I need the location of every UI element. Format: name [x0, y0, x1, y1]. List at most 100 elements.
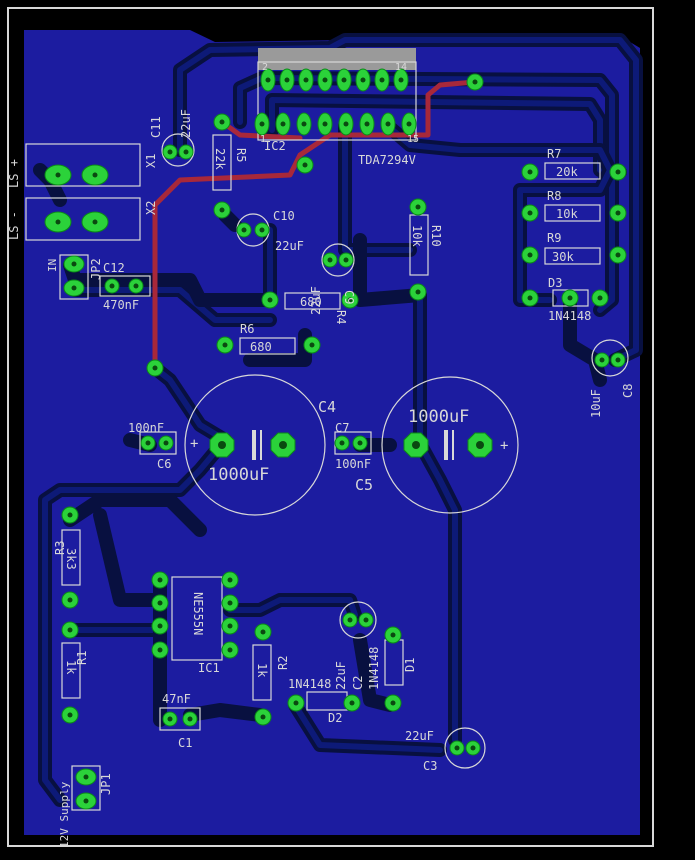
pad-hole	[67, 512, 73, 518]
pad-hole	[167, 149, 173, 155]
pad-hole	[472, 79, 478, 85]
pad-hole	[302, 162, 308, 168]
c9-outline	[321, 243, 355, 277]
pad-hole	[83, 798, 89, 804]
c5-outline	[381, 376, 519, 514]
pad-hole	[341, 77, 347, 83]
c2-outline	[339, 601, 377, 639]
label-r10-value: 10k	[410, 225, 424, 247]
label-r5: R5	[234, 148, 248, 162]
label-r6: R6	[240, 322, 254, 336]
label-r8: R8	[547, 189, 561, 203]
pad-hole	[109, 283, 115, 289]
label-c12-value: 470nF	[103, 298, 139, 312]
pad-hole	[615, 210, 621, 216]
pad-hole	[259, 227, 265, 233]
pad-hole	[360, 77, 366, 83]
r3-body	[61, 529, 81, 586]
pad-hole	[259, 121, 265, 127]
r1-body	[61, 642, 81, 699]
c12-body	[99, 275, 151, 297]
label-r1-value: 1k	[64, 660, 78, 675]
label-c2-value: 22uF	[334, 661, 348, 690]
pad-hole	[157, 600, 163, 606]
pad-hole	[227, 647, 233, 653]
label-r9-value: 30k	[552, 250, 574, 264]
label-r2-value: 1k	[255, 663, 269, 678]
pad-hole	[339, 440, 345, 446]
pad-hole	[385, 121, 391, 127]
pad-hole	[183, 149, 189, 155]
label-c4-plus: +	[190, 436, 198, 452]
label-supply: 12V Supply	[58, 781, 71, 848]
label-ic2-pin14: 14	[395, 62, 407, 73]
c5-polarity-line	[452, 430, 454, 460]
silkscreen: IC2 TDA7294V 2 14 1 15 R5 22k C11 22uF X…	[7, 62, 635, 848]
pad-hole	[322, 77, 328, 83]
label-r2: R2	[276, 656, 290, 670]
pad-hole	[301, 121, 307, 127]
label-d3-value: 1N4148	[548, 309, 591, 323]
pad-hole	[615, 169, 621, 175]
pad-hole	[83, 774, 89, 780]
pad-hole	[476, 441, 484, 449]
pad-hole	[157, 623, 163, 629]
r8-body	[544, 204, 601, 222]
label-d2-value: 1N4148	[288, 677, 331, 691]
pad-hole	[415, 289, 421, 295]
label-c4-value: 1000uF	[208, 465, 269, 485]
label-r4-value: 680	[300, 295, 322, 309]
pad-hole	[615, 252, 621, 258]
label-r8-value: 10k	[556, 207, 578, 221]
label-c12: C12	[103, 261, 125, 275]
label-r7-value: 20k	[556, 165, 578, 179]
pad-hole	[219, 207, 225, 213]
label-ic1-value: NE555N	[191, 592, 205, 635]
label-r6-value: 680	[250, 340, 272, 354]
label-c2: C2	[351, 676, 365, 690]
r6-body	[239, 337, 296, 355]
pad-hole	[363, 617, 369, 623]
label-r4: R4	[334, 310, 348, 324]
pad-hole	[343, 257, 349, 263]
pads	[44, 68, 627, 810]
label-c8-value: 10uF	[589, 389, 603, 418]
pad-hole	[347, 297, 353, 303]
label-x1: X1	[144, 154, 158, 168]
r9-body	[544, 247, 601, 265]
label-c5-value: 1000uF	[408, 407, 469, 427]
label-ic2-pin15: 15	[407, 134, 419, 145]
label-r3: R3	[53, 541, 67, 555]
pad-hole	[347, 617, 353, 623]
pad-hole	[470, 745, 476, 751]
pad-hole	[390, 700, 396, 706]
label-c4: C4	[318, 398, 336, 416]
label-c9: C9	[342, 290, 356, 304]
pad-hole	[260, 629, 266, 635]
pad-hole	[227, 600, 233, 606]
pad-hole	[527, 169, 533, 175]
pad-hole	[567, 295, 573, 301]
pad-hole	[293, 700, 299, 706]
c6-body	[139, 431, 177, 455]
pad-hole	[599, 357, 605, 363]
label-c10: C10	[273, 209, 295, 223]
label-r5-value: 22k	[213, 148, 227, 170]
label-ic1: IC1	[198, 661, 220, 675]
pad-hole	[412, 441, 420, 449]
pad-hole	[406, 121, 412, 127]
c5-polarity-bar	[444, 430, 448, 460]
pad-hole	[309, 342, 315, 348]
label-c3-value: 22uF	[405, 729, 434, 743]
ic2-heatsink	[258, 48, 416, 70]
jp1-outline	[71, 765, 101, 811]
pad-hole	[67, 627, 73, 633]
label-d3: D3	[548, 276, 562, 290]
pad-hole	[265, 77, 271, 83]
bottom-traces	[33, 33, 643, 807]
c11-outline	[161, 133, 195, 167]
pad-hole	[527, 210, 533, 216]
pad-hole	[357, 440, 363, 446]
c1-body	[159, 707, 201, 731]
